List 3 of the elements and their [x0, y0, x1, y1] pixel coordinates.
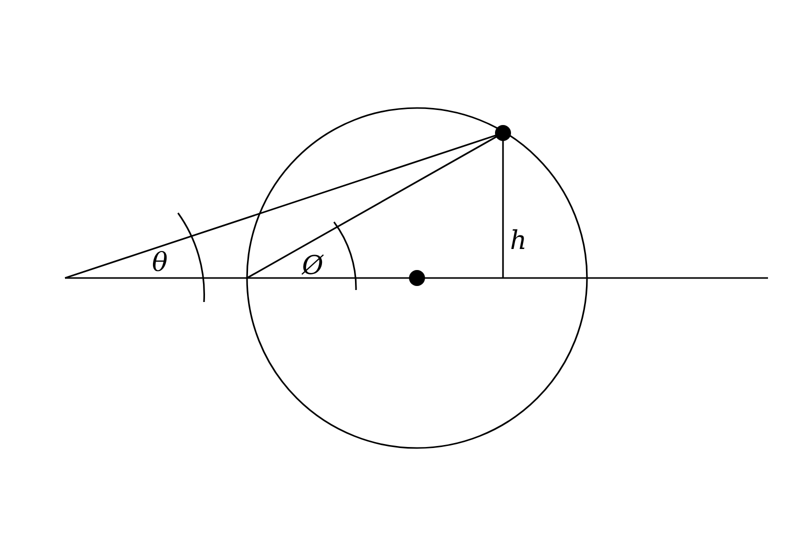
angle-symbol: Ø — [302, 253, 324, 279]
height-symbol: h — [510, 228, 527, 254]
angle-symbol: θ — [152, 250, 168, 276]
